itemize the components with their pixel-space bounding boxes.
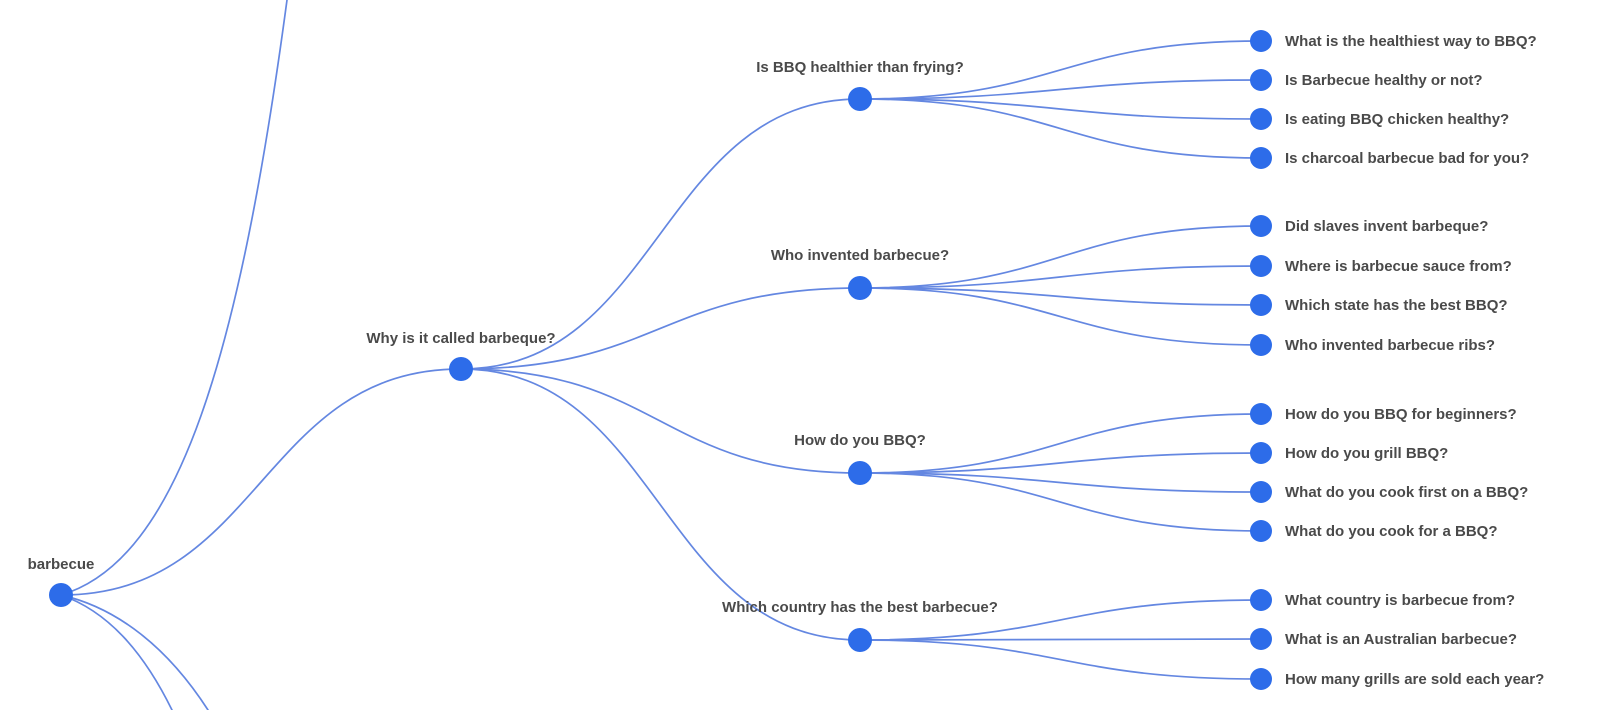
leaf-node-l9[interactable] xyxy=(1250,403,1272,425)
leaf-node-l15[interactable] xyxy=(1250,668,1272,690)
leaf-node-l11[interactable] xyxy=(1250,481,1272,503)
leaf-node-l10[interactable] xyxy=(1250,442,1272,464)
leaf-node-l4[interactable] xyxy=(1250,147,1272,169)
leaf-node-l7[interactable] xyxy=(1250,294,1272,316)
leaf-node-l1[interactable] xyxy=(1250,30,1272,52)
link-b3-l10 xyxy=(859,452,1262,474)
leaf-node-l14[interactable] xyxy=(1250,628,1272,650)
link-b1-l4 xyxy=(859,98,1262,159)
link-root-q1 xyxy=(60,368,462,596)
leaf-label-l14: What is an Australian barbecue? xyxy=(1285,631,1517,648)
leaf-node-l3[interactable] xyxy=(1250,108,1272,130)
branch-node-q1[interactable] xyxy=(449,357,473,381)
leaf-label-l2: Is Barbecue healthy or not? xyxy=(1285,72,1483,89)
branch-label-b4: Which country has the best barbecue? xyxy=(722,599,998,616)
branch-label-q1: Why is it called barbeque? xyxy=(366,330,555,347)
leaf-label-l6: Where is barbecue sauce from? xyxy=(1285,258,1512,275)
leaf-node-l12[interactable] xyxy=(1250,520,1272,542)
leaf-node-l13[interactable] xyxy=(1250,589,1272,611)
leaf-node-l2[interactable] xyxy=(1250,69,1272,91)
link-layer xyxy=(60,0,1262,710)
leaf-label-l9: How do you BBQ for beginners? xyxy=(1285,406,1517,423)
link-q1-b1 xyxy=(460,98,861,370)
link-b2-l8 xyxy=(859,287,1262,346)
leaf-label-l10: How do you grill BBQ? xyxy=(1285,445,1448,462)
link-root-offscreen-bottom-2 xyxy=(60,594,209,710)
branch-node-b1[interactable] xyxy=(848,87,872,111)
leaf-label-l3: Is eating BBQ chicken healthy? xyxy=(1285,111,1509,128)
leaf-label-l15: How many grills are sold each year? xyxy=(1285,671,1544,688)
leaf-label-l5: Did slaves invent barbeque? xyxy=(1285,218,1488,235)
link-root-offscreen-top xyxy=(60,0,288,596)
link-b1-l2 xyxy=(859,79,1262,100)
link-root-offscreen-bottom-1 xyxy=(60,594,173,710)
leaf-label-l11: What do you cook first on a BBQ? xyxy=(1285,484,1528,501)
branch-label-b1: Is BBQ healthier than frying? xyxy=(756,59,964,76)
branch-node-b2[interactable] xyxy=(848,276,872,300)
link-b4-l15 xyxy=(859,639,1262,680)
node-layer xyxy=(49,30,1272,690)
link-b2-l6 xyxy=(859,265,1262,289)
link-b4-l13 xyxy=(859,599,1262,641)
leaf-label-l4: Is charcoal barbecue bad for you? xyxy=(1285,150,1529,167)
leaf-node-l6[interactable] xyxy=(1250,255,1272,277)
link-q1-b2 xyxy=(460,287,861,370)
root-node-root[interactable] xyxy=(49,583,73,607)
link-b4-l14 xyxy=(859,638,1262,641)
leaf-node-l5[interactable] xyxy=(1250,215,1272,237)
link-b2-l7 xyxy=(859,287,1262,306)
link-q1-b3 xyxy=(460,368,861,474)
leaf-label-l1: What is the healthiest way to BBQ? xyxy=(1285,33,1537,50)
link-b3-l11 xyxy=(859,472,1262,493)
branch-label-b3: How do you BBQ? xyxy=(794,432,926,449)
link-b2-l5 xyxy=(859,225,1262,289)
link-b1-l3 xyxy=(859,98,1262,120)
link-b3-l12 xyxy=(859,472,1262,532)
link-b3-l9 xyxy=(859,413,1262,474)
leaf-label-l13: What country is barbecue from? xyxy=(1285,592,1515,609)
branch-node-b3[interactable] xyxy=(848,461,872,485)
leaf-node-l8[interactable] xyxy=(1250,334,1272,356)
leaf-label-l7: Which state has the best BBQ? xyxy=(1285,297,1508,314)
leaf-label-l8: Who invented barbecue ribs? xyxy=(1285,337,1495,354)
link-b1-l1 xyxy=(859,40,1262,100)
link-q1-b4 xyxy=(460,368,861,641)
branch-node-b4[interactable] xyxy=(848,628,872,652)
branch-label-b2: Who invented barbecue? xyxy=(771,247,949,264)
root-label-root: barbecue xyxy=(28,556,95,573)
leaf-label-l12: What do you cook for a BBQ? xyxy=(1285,523,1498,540)
label-layer: barbecue Why is it called barbeque? Is BBQ… xyxy=(28,33,1545,688)
